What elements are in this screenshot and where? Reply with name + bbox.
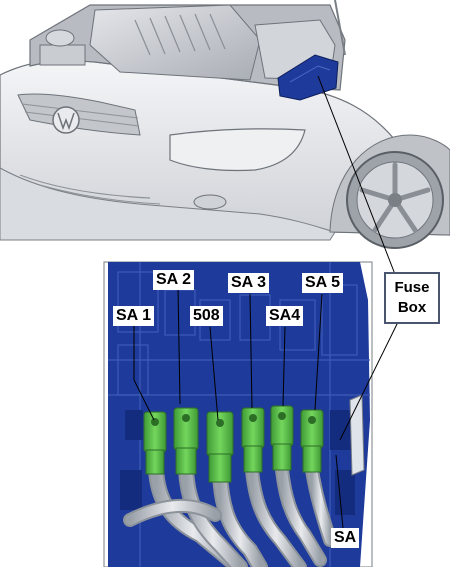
label-sa3: SA 3 <box>228 273 269 293</box>
fuse-box-callout: Fuse Box <box>384 272 440 324</box>
leader-sa3 <box>249 293 253 409</box>
fuse-box-housing <box>108 262 370 567</box>
leader-sa4 <box>282 326 286 407</box>
fuse-508 <box>206 411 234 483</box>
leader-lines <box>133 75 399 529</box>
fuse-box-label-line1: Fuse <box>394 279 430 296</box>
label-508: 508 <box>190 306 223 326</box>
leader-sa2 <box>177 287 181 405</box>
cable-harness <box>123 462 337 567</box>
car-illustration <box>0 0 450 249</box>
leader-fuse-box-detail <box>339 321 399 441</box>
engine-cover <box>89 4 261 81</box>
car-headlight <box>169 128 306 172</box>
leader-sa5 <box>314 293 323 411</box>
leader-fuse-box <box>317 75 399 283</box>
fuse-sa5 <box>300 409 324 473</box>
leader-sa1 <box>133 326 155 421</box>
leader-508 <box>209 326 219 421</box>
fuse-sa4 <box>270 405 294 471</box>
fuse-box-label-line2: Box <box>397 299 427 316</box>
leader-sa <box>335 454 344 529</box>
fuse-sa3 <box>241 407 265 473</box>
fuse-sa1 <box>143 411 167 475</box>
fuse-sa2 <box>173 407 199 475</box>
fuse-box-detail <box>103 261 373 567</box>
label-sa5: SA 5 <box>302 273 343 293</box>
label-sa: SA <box>331 528 360 548</box>
car-fog-light <box>193 194 227 210</box>
label-sa1: SA 1 <box>113 306 154 326</box>
label-sa2: SA 2 <box>153 270 194 290</box>
label-sa4: SA4 <box>266 306 304 326</box>
